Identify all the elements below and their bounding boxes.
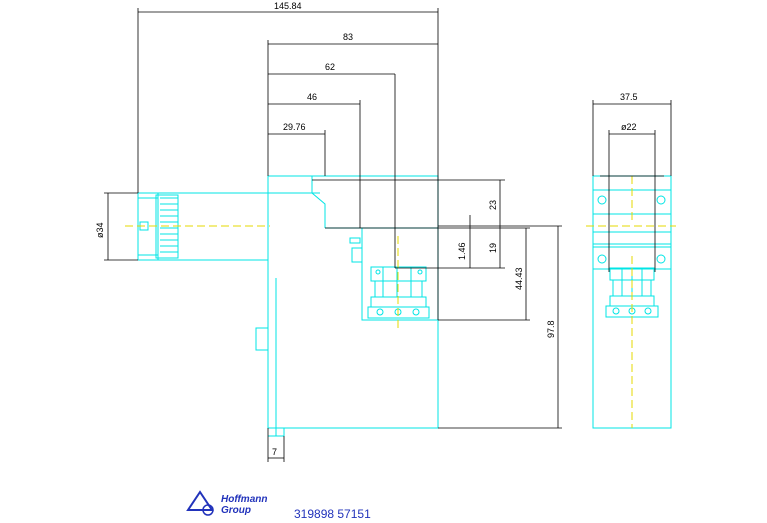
dim-length-62: 62 xyxy=(325,62,335,72)
dim-length-46: 46 xyxy=(307,92,317,102)
dim-length-83: 83 xyxy=(343,32,353,42)
dim-height-19: 19 xyxy=(488,243,498,253)
side-view-outline xyxy=(137,175,439,437)
logo-line2: Group xyxy=(221,505,251,516)
logo-line1: Hoffmann xyxy=(221,494,267,505)
dim-width-7: 7 xyxy=(272,447,277,457)
dim-height-23: 23 xyxy=(488,200,498,210)
dim-height-97-8: 97.8 xyxy=(546,320,556,338)
centerlines xyxy=(125,176,676,428)
part-number: 319898 57151 xyxy=(294,507,371,521)
dim-length-29-76: 29.76 xyxy=(283,122,306,132)
dim-height-1-46: 1.46 xyxy=(457,242,467,260)
dimension-lines xyxy=(104,8,672,462)
dim-width-37-5: 37.5 xyxy=(620,92,638,102)
dim-diameter-34: ø34 xyxy=(95,222,105,238)
hoffmann-logo: Hoffmann Group xyxy=(186,490,267,516)
dim-overall-length: 145.84 xyxy=(274,1,302,11)
dim-height-44-43: 44.43 xyxy=(514,267,524,290)
dim-diameter-22: ø22 xyxy=(621,122,637,132)
